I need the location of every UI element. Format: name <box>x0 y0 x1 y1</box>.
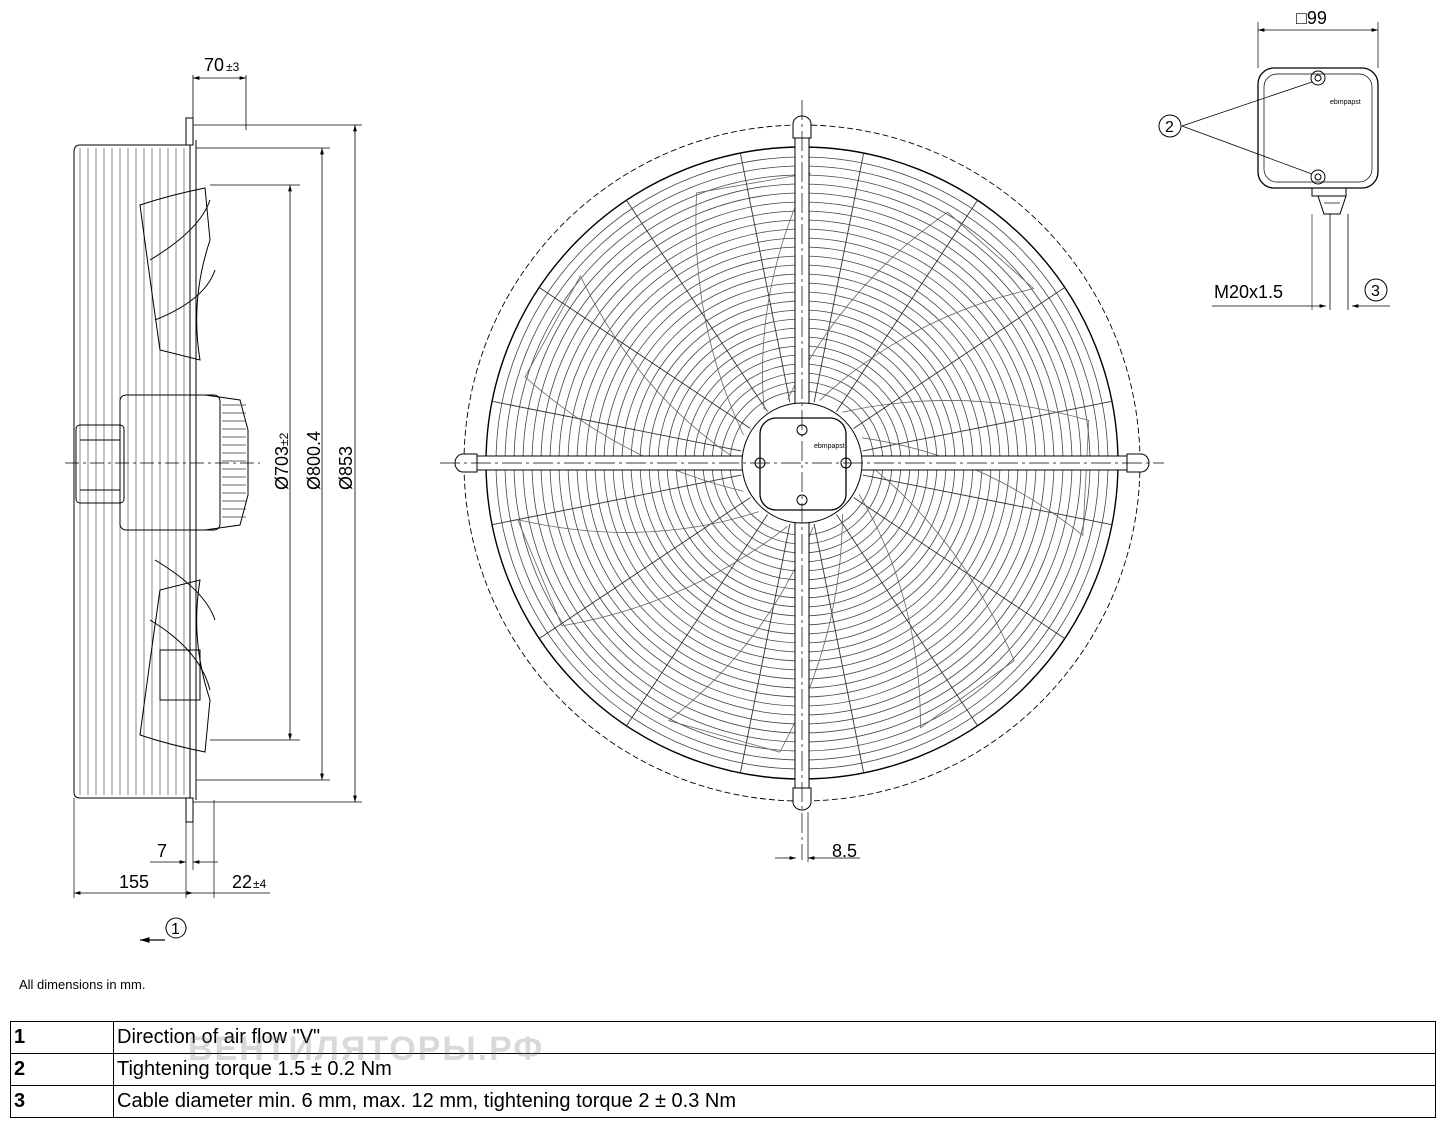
legend-table: 1 Direction of air flow "V" 2 Tightening… <box>10 1021 1436 1118</box>
dim-7-label: 7 <box>157 841 167 861</box>
impeller-blade <box>858 462 1015 729</box>
legend-row: 1 Direction of air flow "V" <box>10 1021 1436 1054</box>
blade-tip-lower <box>159 649 201 701</box>
side-view-labels: 70 ±3 Ø703 ±2 Ø800.4 Ø853 7 155 22 ±4 1 <box>119 55 356 938</box>
guard-spoke <box>739 152 791 403</box>
callout-2-circle <box>1158 114 1182 138</box>
impeller-blade <box>668 513 843 753</box>
impeller-blade <box>695 172 811 435</box>
hub-brand: ebmpapst <box>814 443 845 450</box>
guard-spoke <box>813 152 865 403</box>
dim-99-label: □99 <box>1296 8 1327 28</box>
guard-outline <box>73 144 190 799</box>
legend-text: Cable diameter min. 6 mm, max. 12 mm, ti… <box>113 1085 1436 1118</box>
terminal-box-labels: □99 2 3 M20x1.5 ebmpapst <box>1165 8 1380 302</box>
legend-row: 2 Tightening torque 1.5 ± 0.2 Nm <box>10 1053 1436 1086</box>
callout-1-label: 1 <box>171 921 180 938</box>
cable-gland <box>1317 195 1347 215</box>
legend-num: 2 <box>10 1053 114 1086</box>
callout-2-leader-top <box>1181 81 1313 127</box>
guard-spoke <box>491 400 742 452</box>
callout-2-leader-bottom <box>1181 125 1313 175</box>
motor-body <box>119 394 221 531</box>
lid-screw-bottom <box>1310 169 1326 185</box>
rotor-profile <box>204 394 249 531</box>
mount-bracket-bottom <box>185 797 194 823</box>
dim-853-label: Ø853 <box>336 446 356 490</box>
legend-row: 3 Cable diameter min. 6 mm, max. 12 mm, … <box>10 1085 1436 1118</box>
legend-text: Direction of air flow "V" <box>113 1021 1436 1054</box>
terminal-box-detail <box>1158 22 1390 310</box>
dim-22-tol: ±4 <box>253 877 267 891</box>
terminal-box-outline <box>1257 67 1379 189</box>
legend-num: 3 <box>10 1085 114 1118</box>
guard-spoke <box>862 400 1113 452</box>
guard-spoke <box>836 514 978 726</box>
dim-22-label: 22 <box>232 872 252 892</box>
dim-8-5-label: 8.5 <box>832 841 857 861</box>
guard-spoke <box>836 200 978 412</box>
impeller-blade <box>516 511 788 627</box>
dim-155-label: 155 <box>119 872 149 892</box>
guard-spoke <box>491 474 742 526</box>
impeller-blade <box>842 400 1090 537</box>
callout-2-label: 2 <box>1165 119 1174 136</box>
dim-703-tol: ±2 <box>277 432 291 446</box>
callout-3-label: 3 <box>1371 283 1380 300</box>
guard-spoke <box>626 200 768 412</box>
lid-screw-bottom-head <box>1314 173 1322 181</box>
guard-spoke <box>853 287 1065 429</box>
callout-3-circle <box>1364 278 1388 302</box>
dim-800-label: Ø800.4 <box>304 431 324 490</box>
side-guard-grid <box>79 148 185 795</box>
impeller-blade <box>787 211 1035 401</box>
guard-spoke <box>853 497 1065 639</box>
guard-spoke <box>626 514 768 726</box>
guard-spoke <box>739 523 791 774</box>
mount-bracket-top <box>185 117 194 146</box>
front-view-labels: ebmpapst 8.5 <box>814 443 857 861</box>
terminal-box-side <box>75 424 125 504</box>
technical-drawing: 70 ±3 Ø703 ±2 Ø800.4 Ø853 7 155 22 ±4 1 <box>65 8 1390 943</box>
legend-text: Tightening torque 1.5 ± 0.2 Nm <box>113 1053 1436 1086</box>
guard-spokes <box>491 152 1113 774</box>
legend-num: 1 <box>10 1021 114 1054</box>
guard-spoke <box>862 474 1113 526</box>
rotor-fins <box>222 404 246 518</box>
lid-screw-top-head <box>1314 74 1322 82</box>
dim-70-label: 70 <box>204 55 224 75</box>
blade-curves <box>149 199 216 691</box>
callout-1-circle <box>165 917 187 939</box>
blade-profile-lower <box>139 579 211 753</box>
hub-terminal-box <box>759 417 847 511</box>
guard-spoke <box>813 523 865 774</box>
blade-profile-upper <box>139 187 211 361</box>
guard-spoke <box>539 287 751 429</box>
dim-70-tol: ±3 <box>226 60 240 74</box>
box-brand: ebmpapst <box>1330 99 1361 106</box>
terminal-box-inner <box>1263 73 1373 183</box>
side-view <box>65 75 362 943</box>
thread-label: M20x1.5 <box>1214 282 1283 302</box>
lid-screw-top <box>1310 70 1326 86</box>
units-note: All dimensions in mm. <box>19 977 146 992</box>
dim-703-label: Ø703 <box>272 446 292 490</box>
gland-base <box>1311 188 1347 197</box>
guard-spoke <box>539 497 751 639</box>
front-view <box>440 100 1164 862</box>
